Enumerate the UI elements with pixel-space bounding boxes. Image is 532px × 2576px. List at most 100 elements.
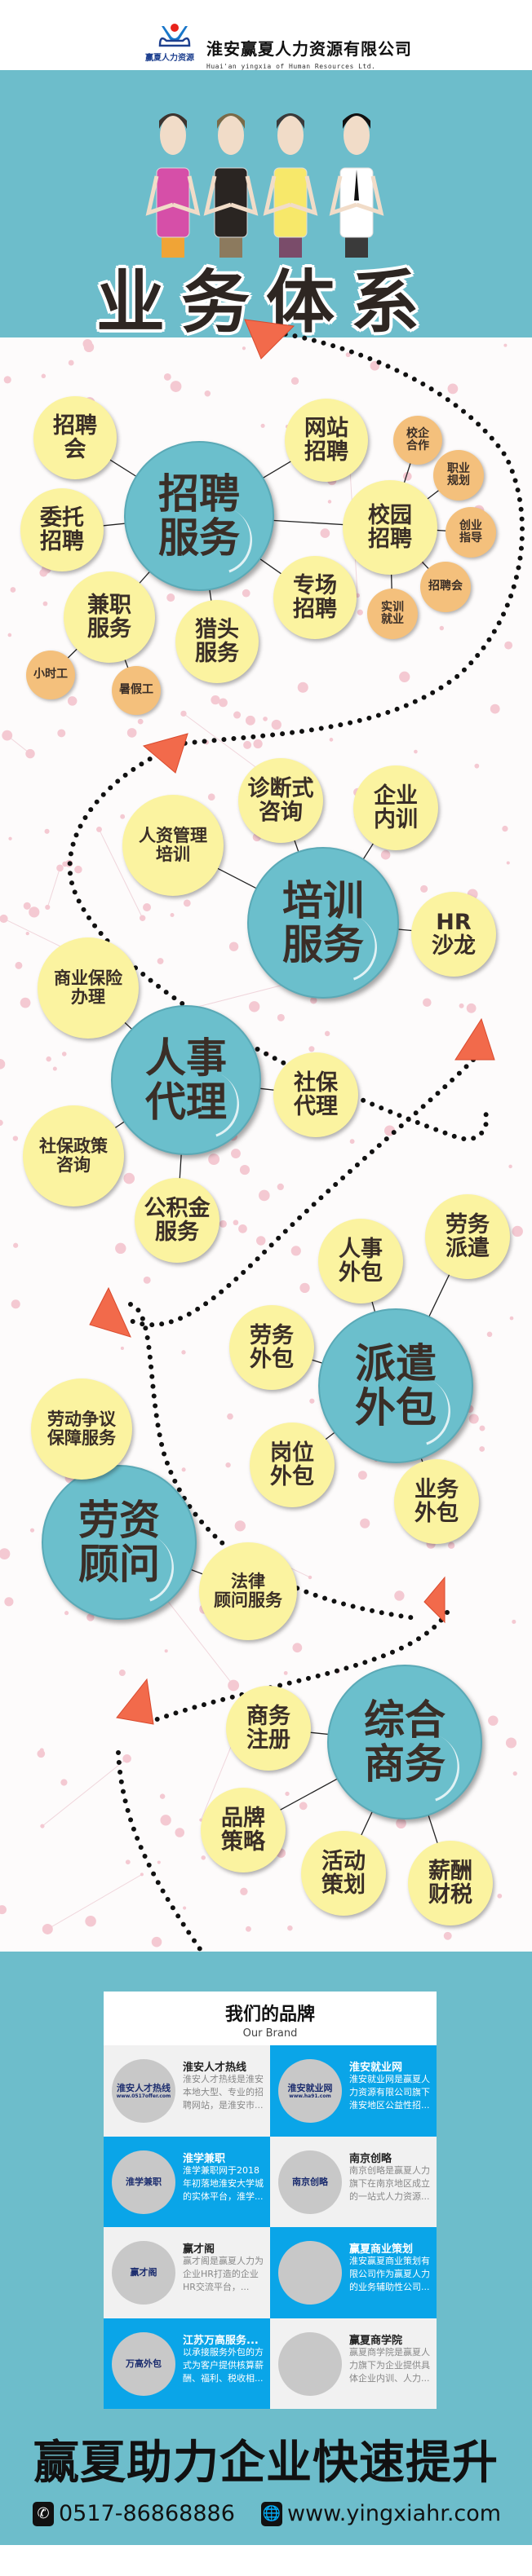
company-name-en: Huai'an yingxia of Human Resources Ltd. — [206, 63, 376, 70]
slogan: 赢夏助力企业快速提升 — [33, 2437, 499, 2490]
bubble-label: 创业 指导 — [459, 518, 482, 545]
brand-item[interactable]: 赢才阁 赢才阁 赢才阁是赢夏人力为企业HR打造的企业HR交流平台，... — [104, 2227, 270, 2318]
bubble-label: 品牌 策略 — [221, 1805, 265, 1855]
bubble-label: 校企 合作 — [406, 426, 429, 452]
phone-contact[interactable]: ✆ 0517-86868886 — [33, 2501, 235, 2526]
bubble-position-outsourcing: 岗位 外包 — [250, 1423, 335, 1507]
brand-item[interactable]: 赢夏商业策划 淮安赢夏商业策划有限公司作为赢夏人力的业务辅助性公司... — [270, 2227, 437, 2318]
brand-logo-text: 万高外包 — [126, 2358, 162, 2369]
brand-logo: 淮学兼职 — [112, 2150, 175, 2214]
brand-name: 淮安就业网 — [349, 2062, 403, 2074]
brand-title: 我们的品牌 — [224, 2005, 315, 2025]
bubble-label: 招聘会 — [428, 580, 463, 593]
brand-item[interactable]: 万高外包 江苏万高服务... 以承接服务外包的方式为客户提供核算薪酬、福利、税收… — [104, 2318, 270, 2409]
bubble-special-recruitment: 专场 招聘 — [273, 556, 357, 639]
bubble-diagnostic-consulting: 诊断式 咨询 — [238, 758, 323, 843]
bubble-label: 校园 招聘 — [368, 502, 412, 552]
brand-logo-text: 淮安人才热线 — [117, 2082, 171, 2093]
people-illustration — [145, 113, 384, 258]
bubble-housing-fund: 公积金 服务 — [135, 1178, 219, 1263]
brand-logo: 赢才阁 — [112, 2241, 175, 2305]
brand-description: 南京创略是赢夏人力旗下在南京地区成立的一站式人力资源... — [349, 2164, 430, 2202]
bubble-corporate-training: 企业 内训 — [353, 765, 438, 850]
bubble-startup-guidance: 创业 指导 — [446, 507, 496, 558]
brand-name: 淮学兼职 — [183, 2152, 226, 2165]
bubble-summer-worker: 暑假工 — [112, 666, 161, 715]
bubble-label: 企业 内训 — [374, 783, 418, 832]
bubble-label: 网站 招聘 — [304, 415, 348, 465]
brand-description: 淮安就业网是赢夏人力资源有限公司旗下淮安地区公益性招... — [349, 2074, 430, 2111]
phone-number[interactable]: 0517-86868886 — [59, 2501, 235, 2526]
brand-description: 淮安人才热线是淮安本地大型、专业的招聘网站，是淮安市... — [183, 2074, 264, 2111]
bubble-label: 公积金 服务 — [144, 1195, 211, 1245]
bubble-label: 业务 外包 — [415, 1476, 459, 1526]
brand-name: 赢夏商业策划 — [349, 2243, 414, 2256]
bubble-label: 法律 顾问服务 — [214, 1572, 282, 1610]
bubble-commercial-insurance: 商业保险 办理 — [38, 937, 139, 1039]
brand-subtitle: Our Brand — [242, 2027, 298, 2040]
bubble-business-outsourcing: 业务 外包 — [394, 1459, 479, 1544]
bubble-headhunting: 猎头 服务 — [175, 600, 259, 683]
bubble-hr-salon: HR 沙龙 — [411, 892, 496, 977]
brand-name: 赢夏商学院 — [349, 2334, 403, 2347]
page-title: 业务体系 — [95, 262, 436, 342]
website-contact[interactable]: 🌐 www.yingxiahr.com — [261, 2501, 501, 2526]
bubble-labor-dispatch: 劳务 派遣 — [425, 1194, 510, 1279]
bubble-label: 招聘 会 — [53, 412, 97, 462]
company-logo: 赢夏人力资源 — [145, 23, 202, 72]
bubble-personnel-outsourcing: 人事 外包 — [318, 1219, 403, 1303]
bubble-career-planning: 职业 规划 — [433, 450, 484, 501]
brand-description: 以承接服务外包的方式为客户提供核算薪酬、福利、税收相... — [183, 2346, 264, 2384]
bubble-label: 劳动争议 保障服务 — [47, 1409, 116, 1448]
website-link[interactable]: www.yingxiahr.com — [287, 2501, 502, 2526]
bubble-hr-management-training: 人资管理 培训 — [122, 795, 224, 896]
bubble-social-security-policy: 社保政策 咨询 — [23, 1105, 124, 1206]
bubble-label: 培训 服务 — [282, 877, 364, 968]
bubble-label: 派遣 外包 — [355, 1340, 437, 1431]
bubble-label: 社保政策 咨询 — [39, 1136, 108, 1175]
bubble-label: 人事 外包 — [339, 1236, 383, 1286]
brand-name: 赢才阁 — [183, 2243, 215, 2256]
brand-logo-text: 赢才阁 — [130, 2267, 157, 2278]
person-figure — [263, 113, 318, 258]
bubble-label: HR 沙龙 — [432, 909, 476, 959]
bubble-hourly-worker: 小时工 — [26, 651, 75, 699]
bubble-label: 专场 招聘 — [293, 572, 337, 622]
bubble-label: 劳资 顾问 — [78, 1497, 160, 1588]
bubble-online-recruitment: 网站 招聘 — [285, 399, 368, 482]
bubble-label: 劳务 外包 — [250, 1322, 294, 1372]
footer-spacer — [0, 2545, 532, 2576]
bubble-label: 商务 注册 — [246, 1703, 290, 1753]
brand-name: 江苏万高服务... — [183, 2334, 259, 2347]
bubble-personnel-agency: 人事 代理 — [111, 1005, 261, 1155]
bubble-payroll-tax: 薪酬 财税 — [408, 1841, 493, 1925]
phone-icon: ✆ — [33, 2501, 54, 2526]
bubble-school-enterprise: 校企 合作 — [393, 416, 442, 465]
brand-item[interactable]: 南京创略 南京创略 南京创略是赢夏人力旗下在南京地区成立的一站式人力资源... — [270, 2136, 437, 2227]
brand-item[interactable]: 赢夏商学院 赢夏商学院是赢夏人力旗下为企业提供具体企业内训、人力... — [270, 2318, 437, 2409]
bubble-dispatch-outsourcing: 派遣 外包 — [318, 1308, 473, 1463]
bubble-label: 小时工 — [33, 668, 68, 681]
bubble-training-employment: 实训 就业 — [367, 589, 418, 639]
bubble-label: 活动 策划 — [321, 1848, 366, 1898]
bubble-label: 商业保险 办理 — [54, 968, 122, 1007]
bubble-label: 猎头 服务 — [195, 616, 239, 666]
brand-description: 淮学兼职网于2018年初落地淮安大学城的实体平台，淮学... — [183, 2164, 264, 2202]
company-name: 淮安赢夏人力资源有限公司 — [206, 39, 412, 59]
bubble-label: 委托 招聘 — [40, 505, 84, 554]
person-figure — [145, 113, 201, 258]
brand-item[interactable]: 淮学兼职 淮学兼职 淮学兼职网于2018年初落地淮安大学城的实体平台，淮学... — [104, 2136, 270, 2227]
bubble-label: 兼职 服务 — [87, 592, 131, 642]
brand-description: 赢夏商学院是赢夏人力旗下为企业提供具体企业内训、人力... — [349, 2346, 430, 2384]
bubble-business-registration: 商务 注册 — [226, 1686, 311, 1771]
bubble-labor-outsourcing: 劳务 外包 — [229, 1305, 314, 1390]
brand-name: 南京创略 — [349, 2152, 392, 2165]
brand-logo-text: 淮学兼职 — [126, 2176, 162, 2187]
bubble-recruitment-service: 招聘 服务 — [124, 441, 274, 591]
brand-logo — [278, 2331, 342, 2396]
bubble-label: 实训 就业 — [381, 600, 404, 626]
